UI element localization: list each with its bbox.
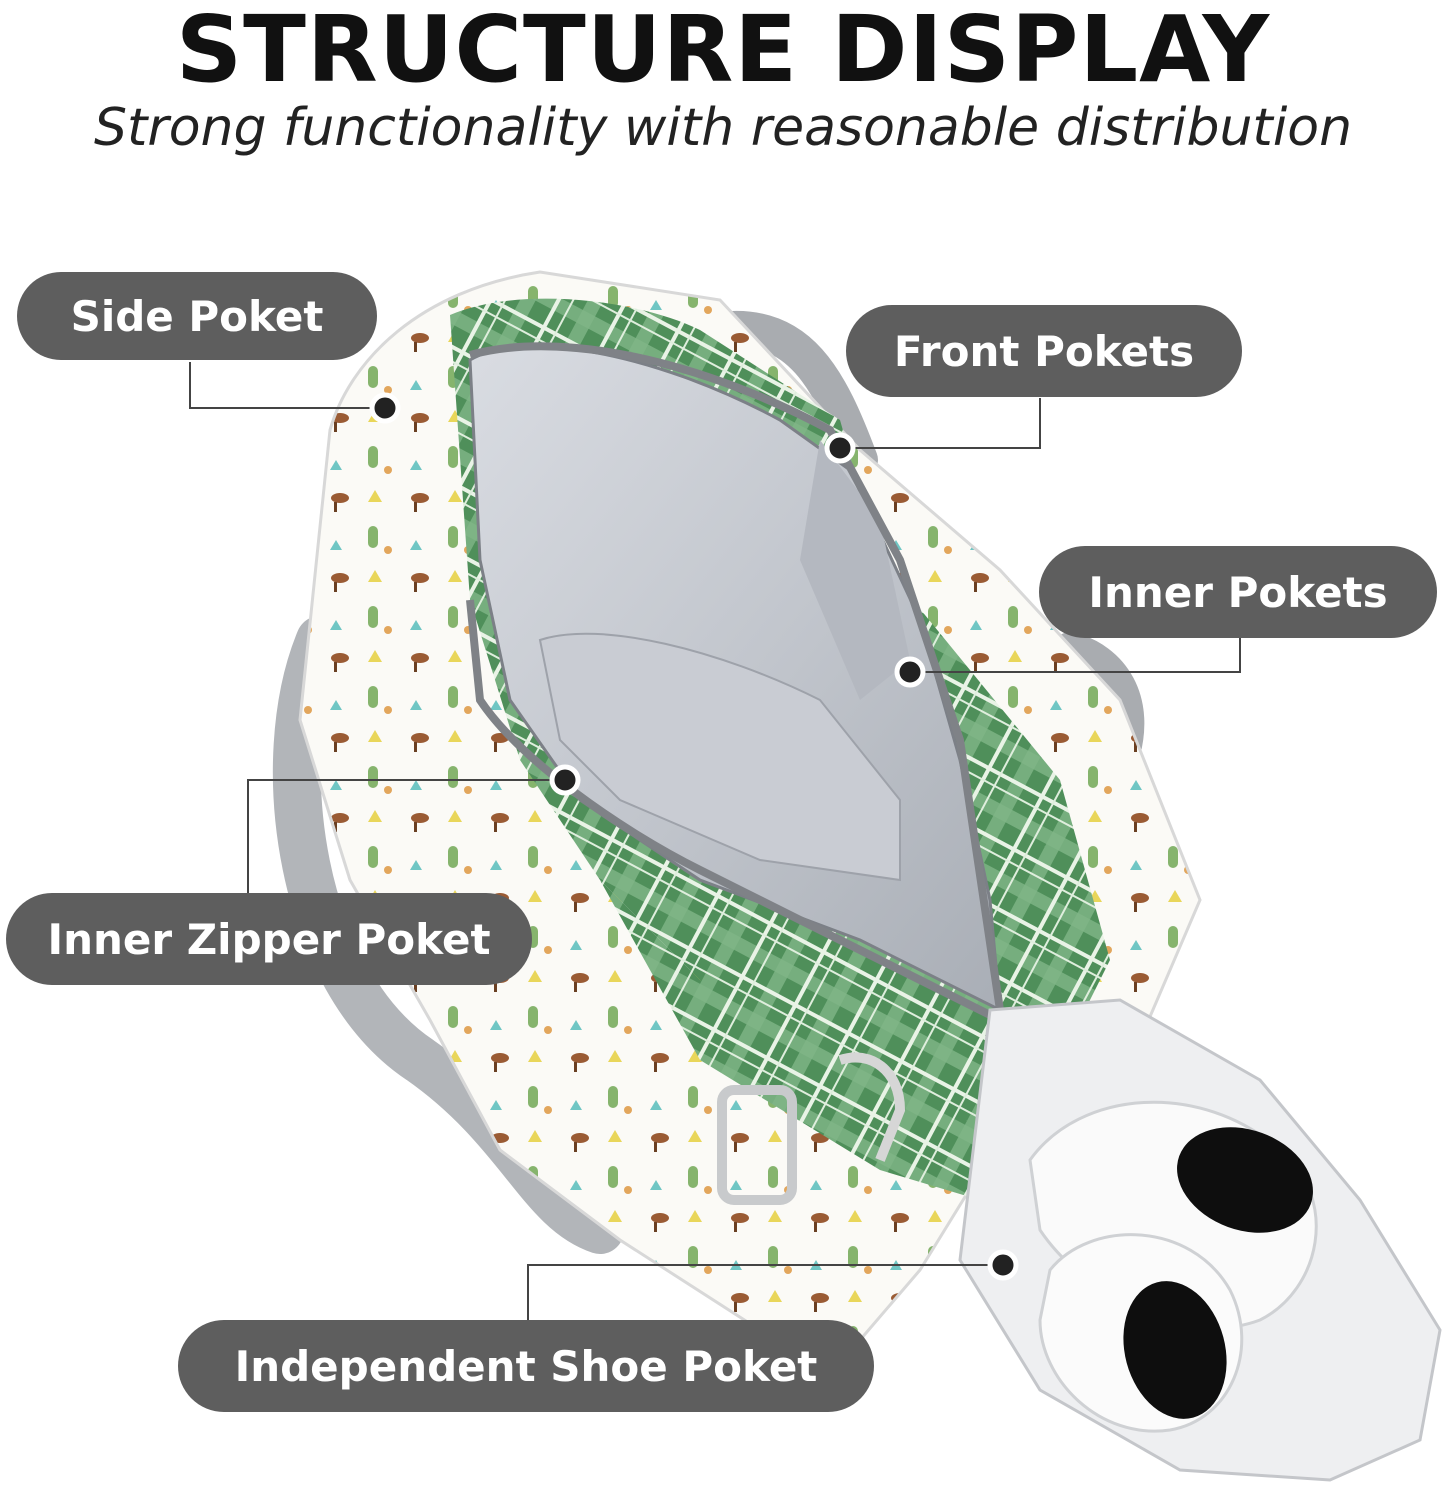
shoe-poket-dot <box>987 1249 1019 1281</box>
inner-zipper-poket-leader <box>247 779 565 895</box>
shoe-poket-leader <box>527 1264 1003 1322</box>
page-title: STRUCTURE DISPLAY <box>175 0 1271 103</box>
hardware <box>717 1052 906 1205</box>
zippers <box>466 342 1004 1024</box>
side-poket-leader <box>189 362 385 409</box>
inner-pokets-label: Inner Pokets <box>1039 546 1437 638</box>
callout-dots <box>369 392 1019 1281</box>
side-poket-text: Side Poket <box>70 291 324 341</box>
shoe-poket-text: Independent Shoe Poket <box>234 1341 818 1391</box>
inner-zipper-poket-label: Inner Zipper Poket <box>6 893 532 985</box>
callout-leader-lines <box>189 362 1241 1322</box>
page-subtitle: Strong functionality with reasonable dis… <box>93 98 1353 158</box>
side-poket-label: Side Poket <box>17 272 377 360</box>
shoe-compartment <box>958 998 1442 1482</box>
front-pokets-dot <box>824 432 856 464</box>
bag-interior-lining <box>468 345 1002 1013</box>
front-pokets-text: Front Pokets <box>893 326 1195 376</box>
inner-zipper-poket-text: Inner Zipper Poket <box>47 914 491 964</box>
front-pokets-leader <box>840 398 1041 449</box>
shoe-poket-label: Independent Shoe Poket <box>178 1320 874 1412</box>
side-poket-dot <box>369 392 401 424</box>
inner-pokets-leader <box>910 636 1241 673</box>
front-pokets-label: Front Pokets <box>846 305 1242 397</box>
inner-pokets-dot <box>894 656 926 688</box>
inner-pokets-text: Inner Pokets <box>1088 567 1388 617</box>
inner-zipper-poket-dot <box>549 764 581 796</box>
